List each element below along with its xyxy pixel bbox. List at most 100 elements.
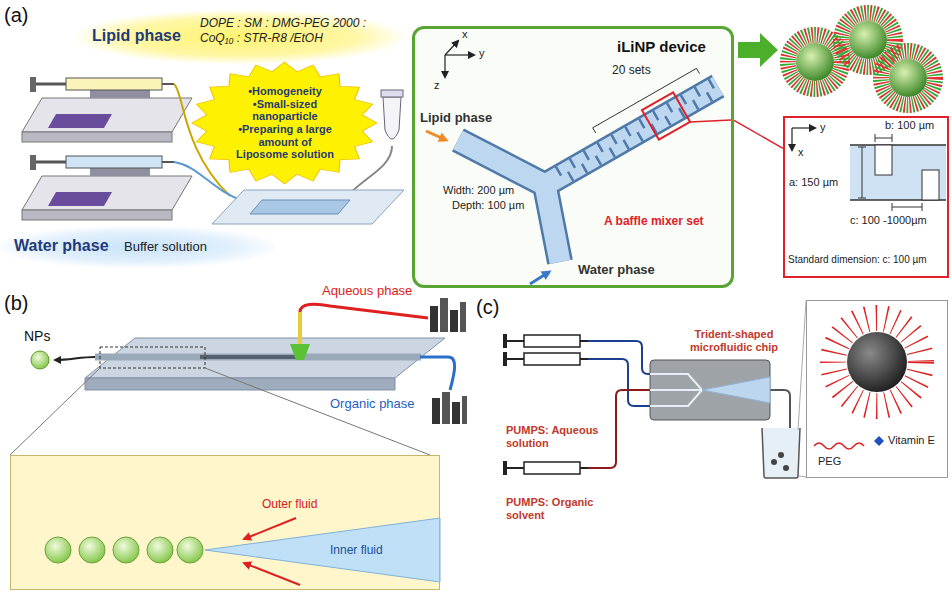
syringe-icon [503,334,507,348]
syringe-icon [507,358,524,360]
inset-drawing [785,118,947,276]
zoom-detail [45,537,71,563]
dimension-label: b: 100 µm [885,119,934,131]
sets-bracket [593,68,697,127]
syringe-pump [66,156,162,168]
lipid-formula: DOPE : SM : DMG-PEG 2000 : CoQ₁₀ : STR-R… [200,16,396,46]
fluid-label: Outer fluid [262,497,317,511]
syringe-pump [90,90,150,98]
inset-drawing [892,207,922,208]
syringe-pump [22,176,192,210]
nanoparticles [849,21,887,59]
flow-arrows [530,272,549,284]
inset-drawing [792,127,815,128]
pump-icon [452,402,460,424]
pump-label: PUMPS: Organic solvent [506,496,608,522]
pegylated-nanoparticle [814,443,864,449]
glass-slide [212,190,404,224]
pump-icon [430,298,467,424]
glass-slide [212,190,404,224]
coflow-chip [200,355,300,359]
zoom-detail [177,537,203,563]
panel-letter: (c) [476,296,499,319]
beaker [762,301,806,478]
syringe-pump [36,161,66,164]
chip-label: Trident-shaped microfluidic chip [684,328,784,354]
nanoparticle-inset: PEG Vitamin E [806,300,948,478]
syringe-pump [48,192,112,206]
axis-label: z [434,79,440,91]
axis-arrows [444,55,445,77]
coflow-chip [300,304,428,318]
syringe-pump [30,155,36,170]
beaker [762,428,800,478]
syringe-icon [503,352,507,366]
inset-drawing [892,134,893,142]
text-group: •Homogeneity•Small-sized nanoparticle•Pr… [234,85,336,161]
panel-letter: (b) [4,292,28,315]
syringe-icon [503,334,588,475]
feature-bullet: •Homogeneity [234,85,336,98]
coflow-chip [298,312,302,344]
count-label: 20 sets [612,63,651,77]
flow-arrows [426,131,446,140]
coflow-chip [10,368,100,455]
tubing [588,359,650,406]
device-background [414,28,732,286]
inset-drawing [892,203,893,211]
nanoparticles [889,59,927,97]
zoom-detail [79,537,105,563]
syringe-pump [162,161,174,163]
baffle-highlight [642,92,690,139]
inlet-label: Lipid phase [420,110,492,125]
dimension-label: Depth: 100 µm [452,199,524,211]
beaker [783,465,789,471]
inset-drawing [922,170,939,200]
inset-drawing [858,198,866,199]
beaker [799,476,806,477]
syringe-pump [22,155,192,220]
inset-drawing [858,147,866,148]
syringe-pump [48,114,112,128]
inset-drawing [850,145,946,200]
axis-label: x [462,28,468,40]
coflow-chip [10,304,455,455]
pump-icon [432,398,440,424]
coflow-chip [290,344,310,360]
pump-icon [440,298,448,332]
sets-bracket [593,68,700,133]
legend-text: PEG [818,455,841,467]
pump-icon [430,306,438,332]
eppendorf-tube [381,90,403,97]
pump-icon [450,310,458,332]
beaker [771,459,777,465]
zoom-detail [244,518,296,539]
beaker [798,301,806,430]
y-channel [557,83,712,172]
syringe-pump [22,210,172,220]
output-arrow [738,33,778,67]
zoom-detail [10,455,440,590]
syringe-icon [503,461,507,475]
coflow-chip [95,354,421,361]
axis-label: y [820,121,826,133]
eppendorf-tube [381,90,403,139]
axis-arrows [445,54,474,55]
output-label: NPs [24,328,50,344]
inset-drawing [875,145,892,175]
feature-bullet: •Preparing a large amount of Liposome so… [234,123,336,161]
sets-bracket [697,68,700,73]
legend-text: Vitamin E [888,434,935,446]
syringe-icon [507,340,524,342]
leader-connector [734,120,783,148]
syringe-pump [90,168,150,176]
trident-chip-drawing [650,360,770,420]
trident-chip-drawing [650,360,770,420]
syringe-pump [22,132,172,142]
coflow-chip [420,357,455,390]
lipid-phase-glow: Lipid phaseDOPE : SM : DMG-PEG 2000 : Co… [75,10,405,64]
nanoparticles [881,51,935,105]
output-arrow [738,33,778,67]
syringe-icon [580,358,588,360]
